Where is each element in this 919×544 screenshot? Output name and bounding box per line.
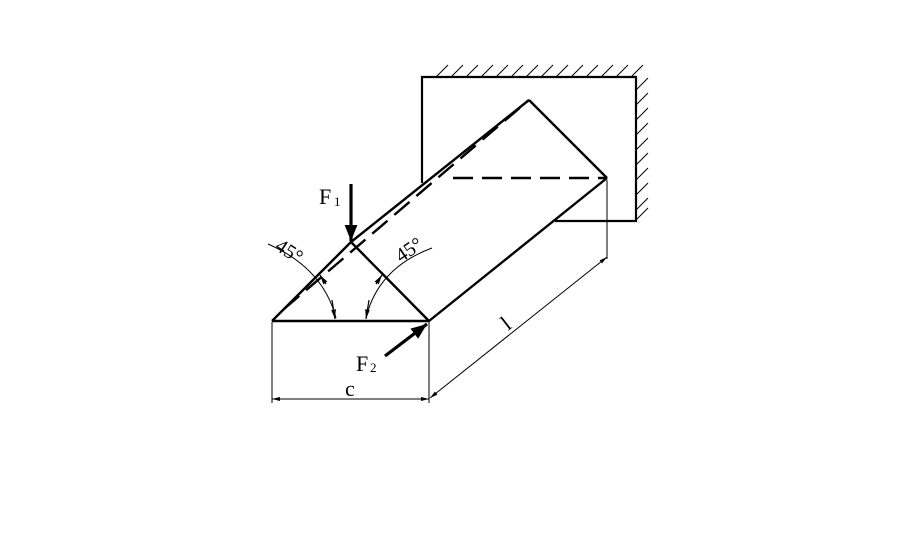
angle-arrows [319,274,383,320]
force2-label: F [356,351,368,376]
dimension-c-label: c [345,376,355,401]
wall-hatching [435,64,649,221]
force1-subscript: 1 [334,194,341,209]
force2-arrow [384,322,428,358]
dimension-l [429,180,608,399]
prism-body [271,99,608,323]
wall-plate [420,75,638,223]
angle-left-label: 45° [271,235,306,269]
dimension-c [271,322,430,403]
force2-subscript: 2 [370,360,377,375]
force1-label: F [319,184,331,209]
hidden-edges [283,99,607,310]
angle-right-label: 45° [391,233,427,267]
dimension-l-label: l [496,311,516,334]
